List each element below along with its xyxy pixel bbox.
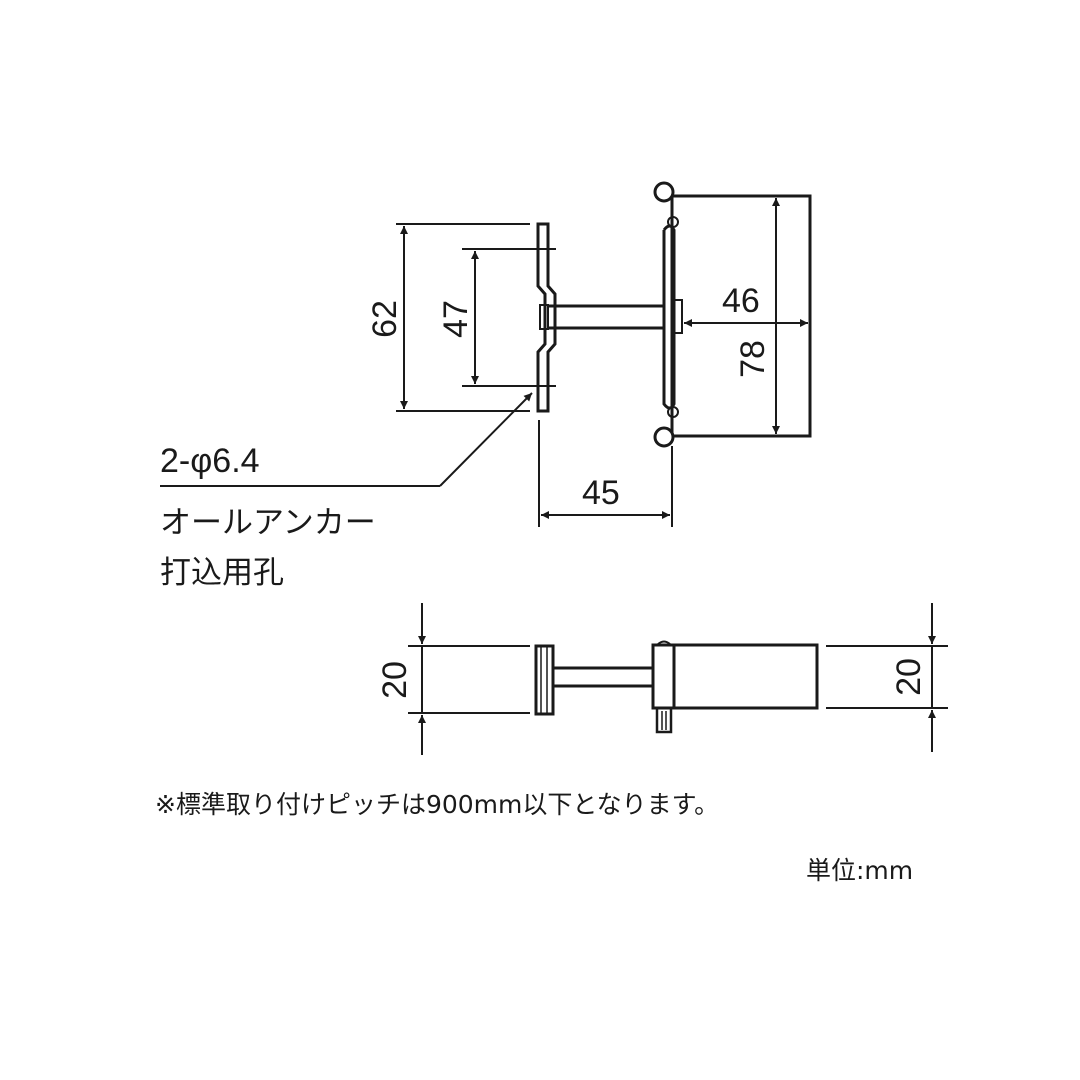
- dimension-lines: [400, 198, 808, 519]
- plate-side: [534, 644, 555, 716]
- dim-47-label: 47: [437, 300, 475, 338]
- rod: [539, 304, 664, 330]
- top-view: [160, 181, 812, 527]
- extension-lines: [396, 223, 673, 527]
- mounting-pitch-note: ※標準取り付けピッチは900mm以下となります。: [155, 790, 720, 819]
- holder-bracket: [653, 181, 812, 448]
- dim-62-label: 62: [366, 300, 404, 338]
- dim-45-label: 45: [582, 474, 620, 512]
- dim-78-label: 78: [734, 340, 772, 378]
- side-dimension-lines: [418, 603, 936, 755]
- hole-spec-label: 2-φ6.4: [160, 442, 260, 480]
- wall-plate: [536, 222, 557, 413]
- dim-side-20-right-label: 20: [890, 658, 928, 696]
- side-view: [408, 603, 948, 755]
- dim-side-20-left-label: 20: [376, 661, 414, 699]
- anchor-label-line1: オールアンカー: [160, 505, 376, 541]
- dim-46-label: 46: [722, 282, 760, 320]
- holder-side: [651, 640, 819, 734]
- unit-label: 単位:mm: [806, 856, 914, 885]
- rod-side: [553, 666, 653, 688]
- hole-leader: [160, 392, 533, 487]
- side-extension-lines: [408, 645, 948, 714]
- anchor-label-line2: 打込用孔: [160, 555, 284, 591]
